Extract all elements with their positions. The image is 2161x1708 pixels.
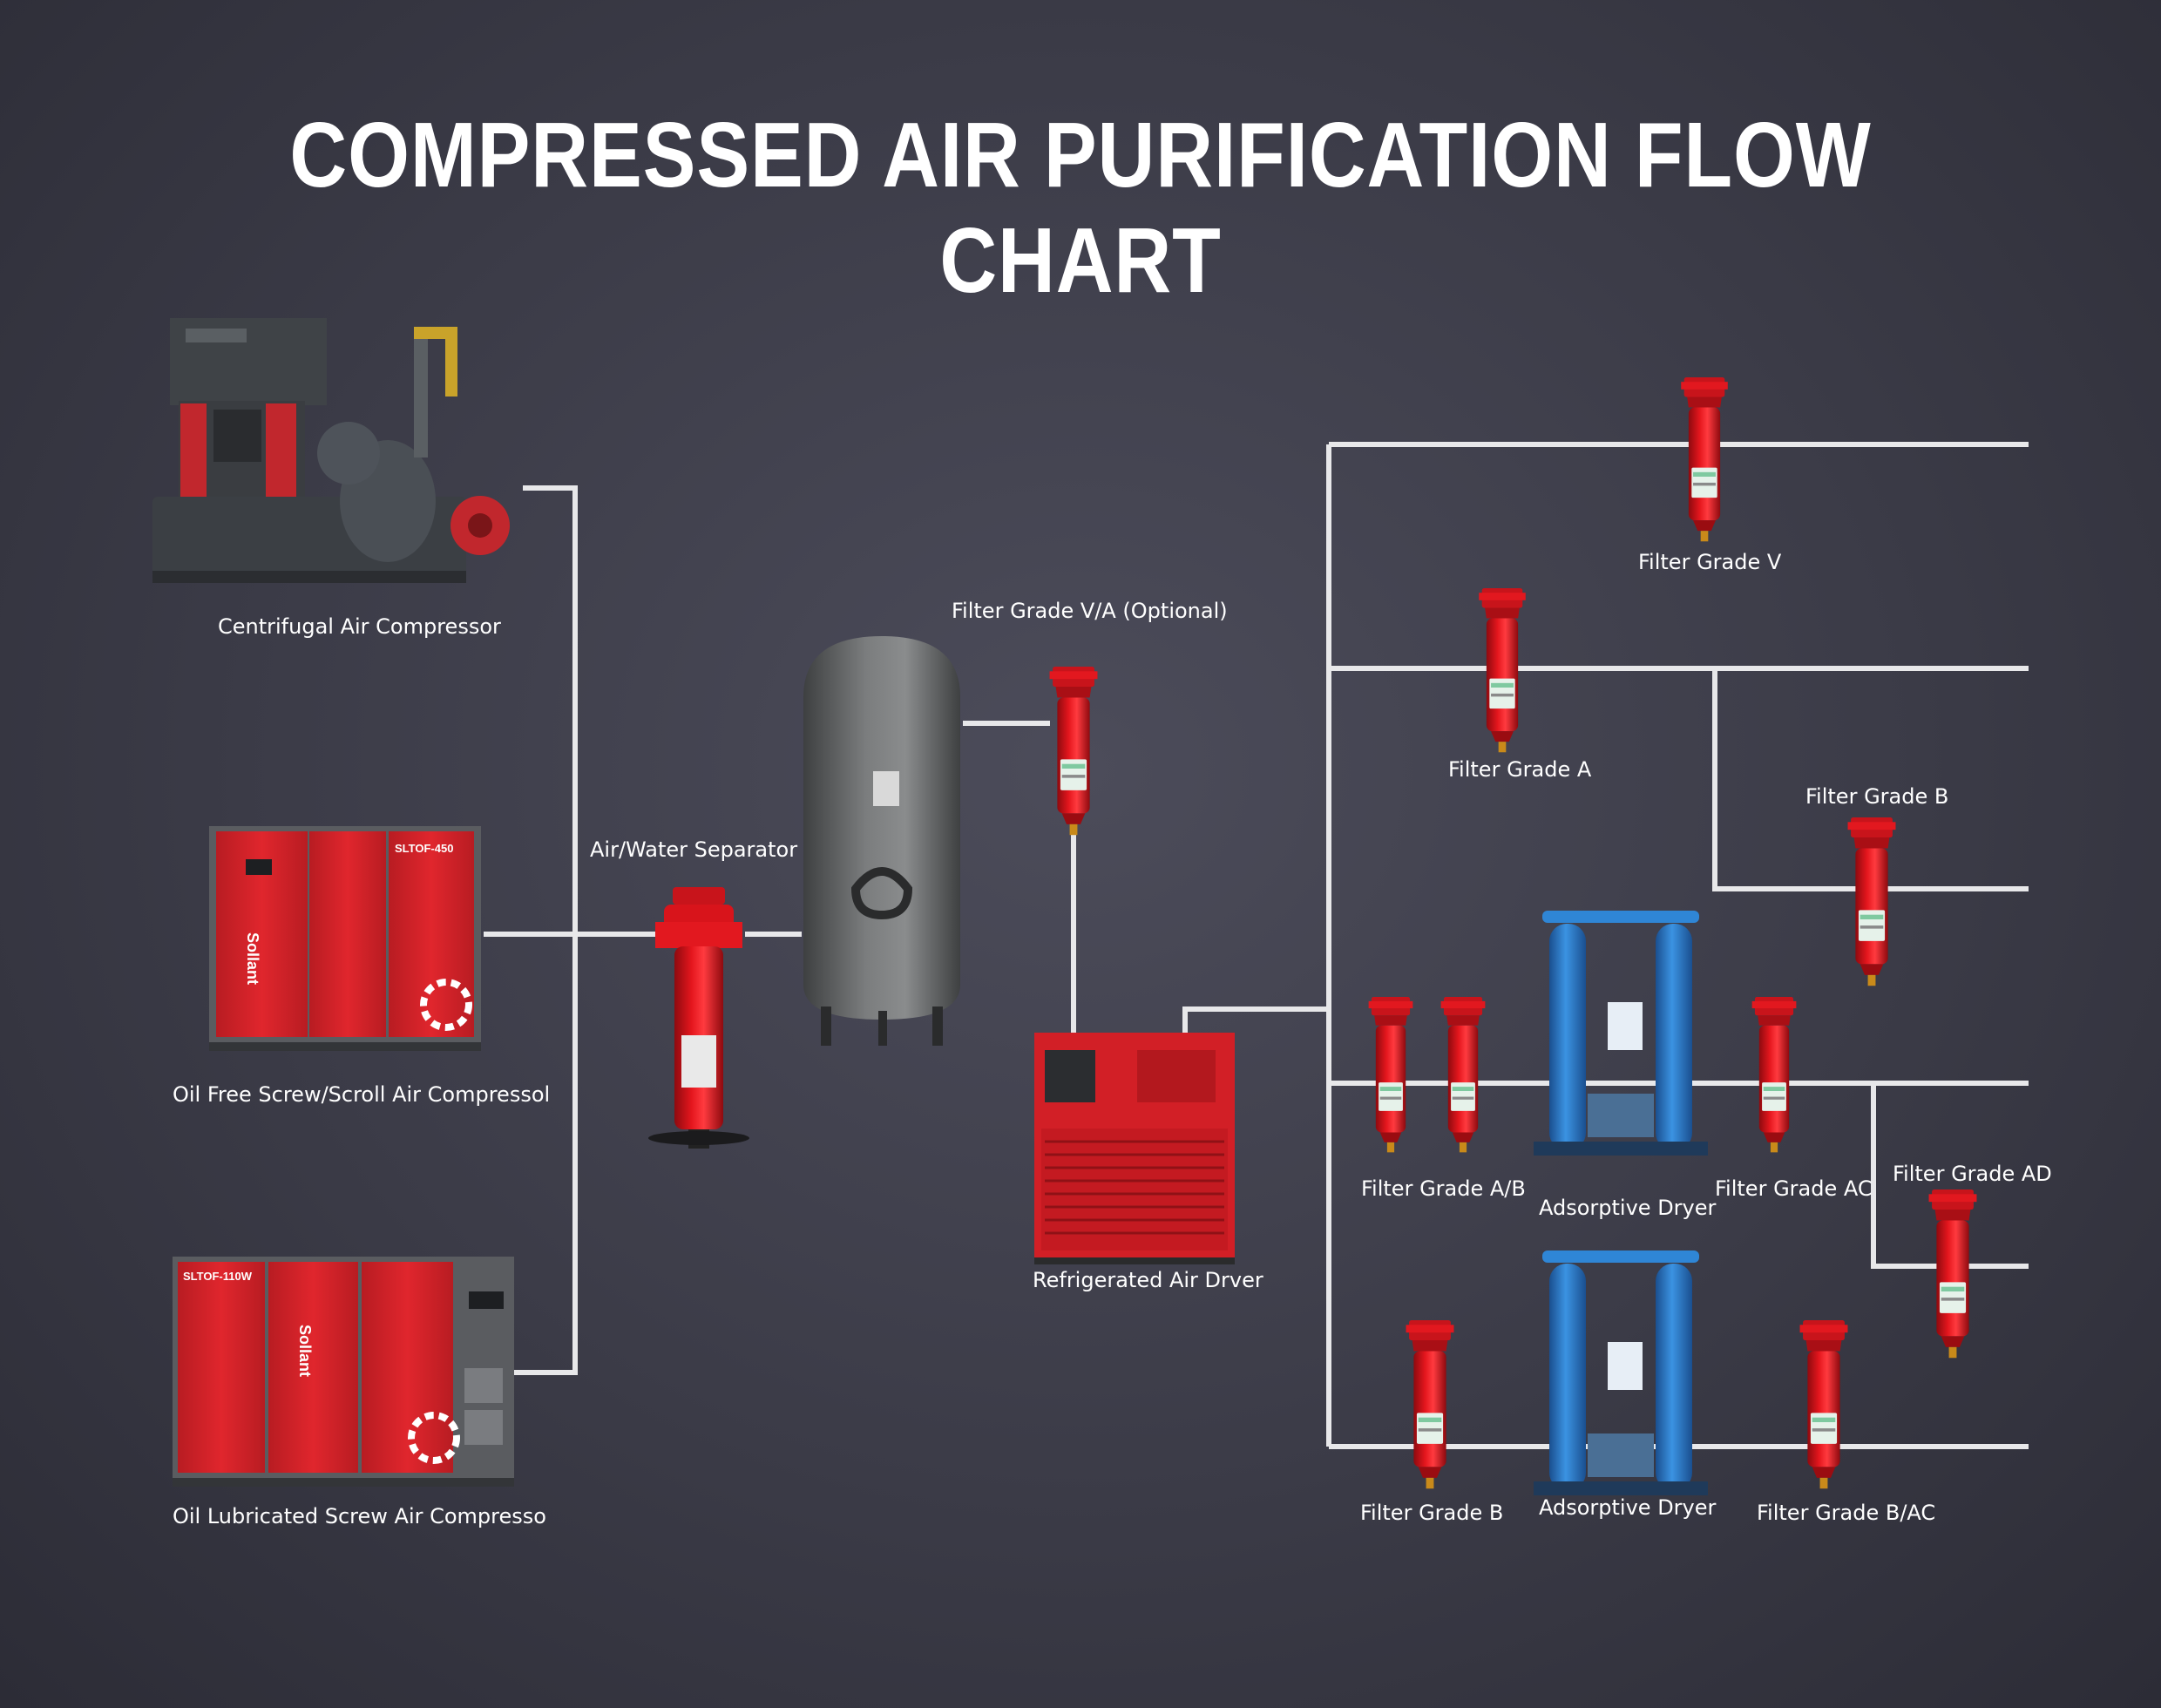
label-oil-free-compressor: Oil Free Screw/Scroll Air Compressol (173, 1082, 551, 1107)
refrigerated-dryer (1034, 1033, 1235, 1264)
label-filter-grade-b-bottom: Filter Grade B (1360, 1501, 1504, 1525)
oil-lubricated-compressor (173, 1257, 514, 1487)
label-filter-grade-a: Filter Grade A (1448, 757, 1592, 782)
air-water-separator (648, 887, 749, 1149)
label-air-water-separator: Air/Water Separator (590, 837, 798, 862)
label-filter-grade-b-top: Filter Grade B (1805, 784, 1949, 809)
filter-grade-b-bottom-graphic (1406, 1320, 1454, 1489)
label-filter-grade-v: Filter Grade V (1638, 550, 1782, 574)
pipe-branch-b-top (1712, 668, 2029, 891)
filter-grade-ad-graphic (1928, 1190, 1977, 1359)
centrifugal-compressor (152, 318, 510, 583)
label-adsorptive-dryer-1: Adsorptive Dryer (1539, 1196, 1717, 1220)
label-refrigerated-dryer: Refrigerated Air Drver (1033, 1268, 1263, 1292)
filter-grade-ab-graphic-2 (1440, 997, 1486, 1153)
label-filter-grade-bac: Filter Grade B/AC (1757, 1501, 1936, 1525)
filter-grade-bac-graphic (1799, 1320, 1848, 1489)
pipe-dryer-to-main (1182, 1006, 1329, 1033)
brand-mark-oil-free: Sollant (244, 932, 261, 986)
adsorptive-dryer-2 (1534, 1250, 1708, 1495)
pipe-branch-ad (1871, 1083, 2029, 1269)
air-receiver-tank (803, 636, 960, 1046)
oil-free-compressor (209, 826, 481, 1051)
label-filter-grade-va: Filter Grade V/A (Optional) (952, 599, 1228, 623)
label-oil-lubricated-compressor: Oil Lubricated Screw Air Compresso (173, 1504, 546, 1528)
filter-grade-va-graphic (1049, 667, 1098, 836)
pipe-centrifugal (514, 485, 578, 1375)
model-mark-oil-free: SLTOF-450 (395, 842, 454, 855)
filter-grade-ab-graphic-1 (1368, 997, 1413, 1153)
label-filter-grade-ad: Filter Grade AD (1893, 1162, 2052, 1186)
adsorptive-dryer-1 (1534, 911, 1708, 1156)
label-filter-grade-ac: Filter Grade AC (1715, 1176, 1873, 1201)
label-centrifugal-compressor: Centrifugal Air Compressor (218, 614, 501, 639)
label-adsorptive-dryer-2: Adsorptive Dryer (1539, 1495, 1717, 1520)
brand-mark-oil-lubricated: Sollant (296, 1325, 314, 1378)
filter-grade-v-graphic (1681, 377, 1728, 542)
filter-grade-ac-graphic (1751, 997, 1797, 1153)
model-mark-oil-lubricated: SLTOF-110W (183, 1270, 252, 1283)
page-title: COMPRESSED AIR PURIFICATION FLOW CHART (289, 104, 1872, 312)
filter-grade-b-top-graphic (1847, 817, 1896, 986)
label-filter-grade-ab: Filter Grade A/B (1361, 1176, 1526, 1201)
